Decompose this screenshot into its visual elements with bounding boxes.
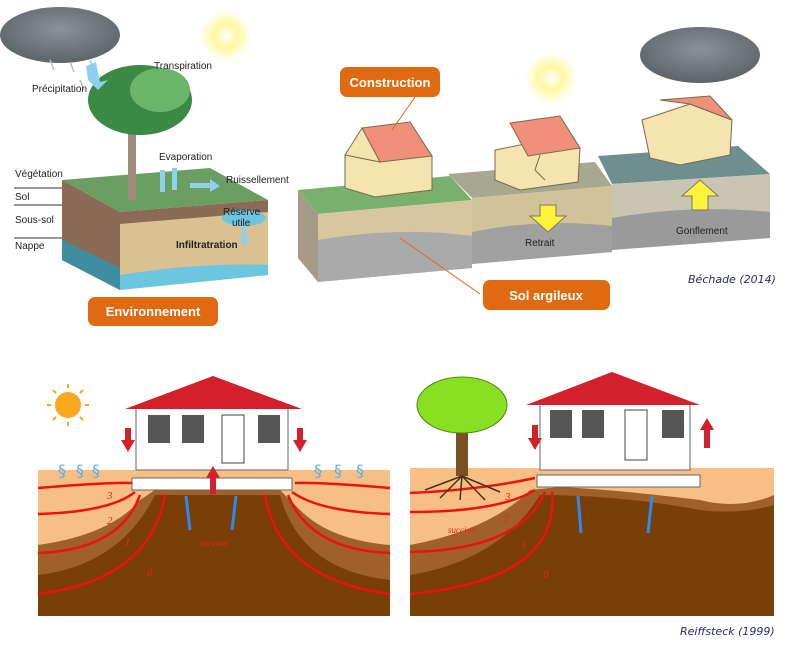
up-red-arrow-icon	[206, 466, 220, 494]
label-sol: Sol	[15, 192, 29, 203]
tree-trunk	[128, 120, 136, 200]
sol-pointer	[399, 237, 481, 295]
tree-icon	[416, 376, 508, 501]
cracked-house-icon	[494, 115, 581, 191]
svg-text:§: §	[334, 461, 342, 480]
label-evaporation: Evaporation	[159, 152, 212, 163]
contour-3: 3	[504, 491, 511, 503]
evaporation-icons: § § § § § §	[58, 461, 364, 480]
label-infiltration: Infiltratration	[176, 240, 238, 251]
svg-text:§: §	[58, 461, 66, 480]
succion-label: succion	[448, 525, 476, 535]
sun-icon	[47, 384, 89, 426]
label-transpiration: Transpiration	[154, 61, 212, 72]
rain-cloud-icon	[0, 7, 120, 63]
environnement-label: Environnement	[106, 304, 201, 319]
contour-1: 1	[521, 539, 527, 551]
down-red-arrow-icon	[293, 428, 307, 452]
label-vegetation: Végétation	[15, 169, 63, 180]
construction-label: Construction	[350, 75, 431, 90]
up-arrow-icon	[680, 179, 720, 211]
citation-bechade: Béchade (2014)	[688, 273, 776, 286]
citation-reiffsteck: Reiffsteck (1999)	[680, 625, 775, 638]
label-ruissellement: Ruissellement	[226, 175, 289, 186]
contour-3: 3	[106, 490, 113, 502]
sun-icon	[200, 10, 252, 62]
sol-argileux-button	[483, 280, 610, 310]
succion-label: succion	[200, 538, 228, 548]
upward-arrows	[184, 495, 238, 531]
house-icon	[125, 376, 302, 491]
label-utile: utile	[232, 218, 251, 229]
down-red-arrow-icon	[528, 425, 542, 450]
suction-diagram-left: 3 2 1 0 succion § § § § § §	[37, 376, 391, 616]
water-arrows	[86, 62, 250, 246]
down-red-arrow-icon	[121, 428, 135, 452]
up-red-arrow-icon	[700, 418, 714, 448]
suction-diagram-right: 3 2 1 0 succion Reiffsteck (1999)	[409, 372, 775, 638]
collapsed-house-icon	[641, 95, 733, 166]
sun-icon	[525, 52, 577, 104]
label-sous-sol: Sous-sol	[15, 215, 54, 226]
upward-arrows	[576, 495, 654, 534]
svg-text:§: §	[356, 461, 364, 480]
environnement-button	[88, 297, 218, 326]
contour-2: 2	[107, 515, 113, 527]
environment-block: Précipitation Transpiration Evaporation …	[0, 7, 289, 326]
suction-contours	[37, 481, 391, 596]
construction-pointer	[391, 96, 416, 131]
house-icon	[344, 121, 433, 198]
svg-text:§: §	[92, 461, 100, 480]
label-gonflement: Gonflement	[676, 226, 728, 237]
house-icon	[526, 372, 701, 488]
sol-argileux-label: Sol argileux	[509, 288, 583, 303]
construction-block: Retrait Gonflement Construction Sol argi…	[298, 27, 776, 310]
svg-text:§: §	[76, 461, 84, 480]
suction-contours	[409, 476, 554, 596]
construction-button	[340, 67, 440, 97]
storm-cloud-icon	[640, 27, 760, 83]
contour-0: 0	[543, 569, 549, 581]
contour-1: 1	[125, 536, 131, 548]
contour-2: 2	[503, 513, 509, 525]
label-reserve: Réserve	[223, 207, 261, 218]
down-arrow-icon	[528, 204, 568, 233]
contour-0: 0	[147, 567, 153, 579]
label-precipitation: Précipitation	[32, 84, 87, 95]
label-nappe: Nappe	[15, 241, 45, 252]
label-retrait: Retrait	[525, 238, 555, 249]
svg-text:§: §	[314, 461, 322, 480]
